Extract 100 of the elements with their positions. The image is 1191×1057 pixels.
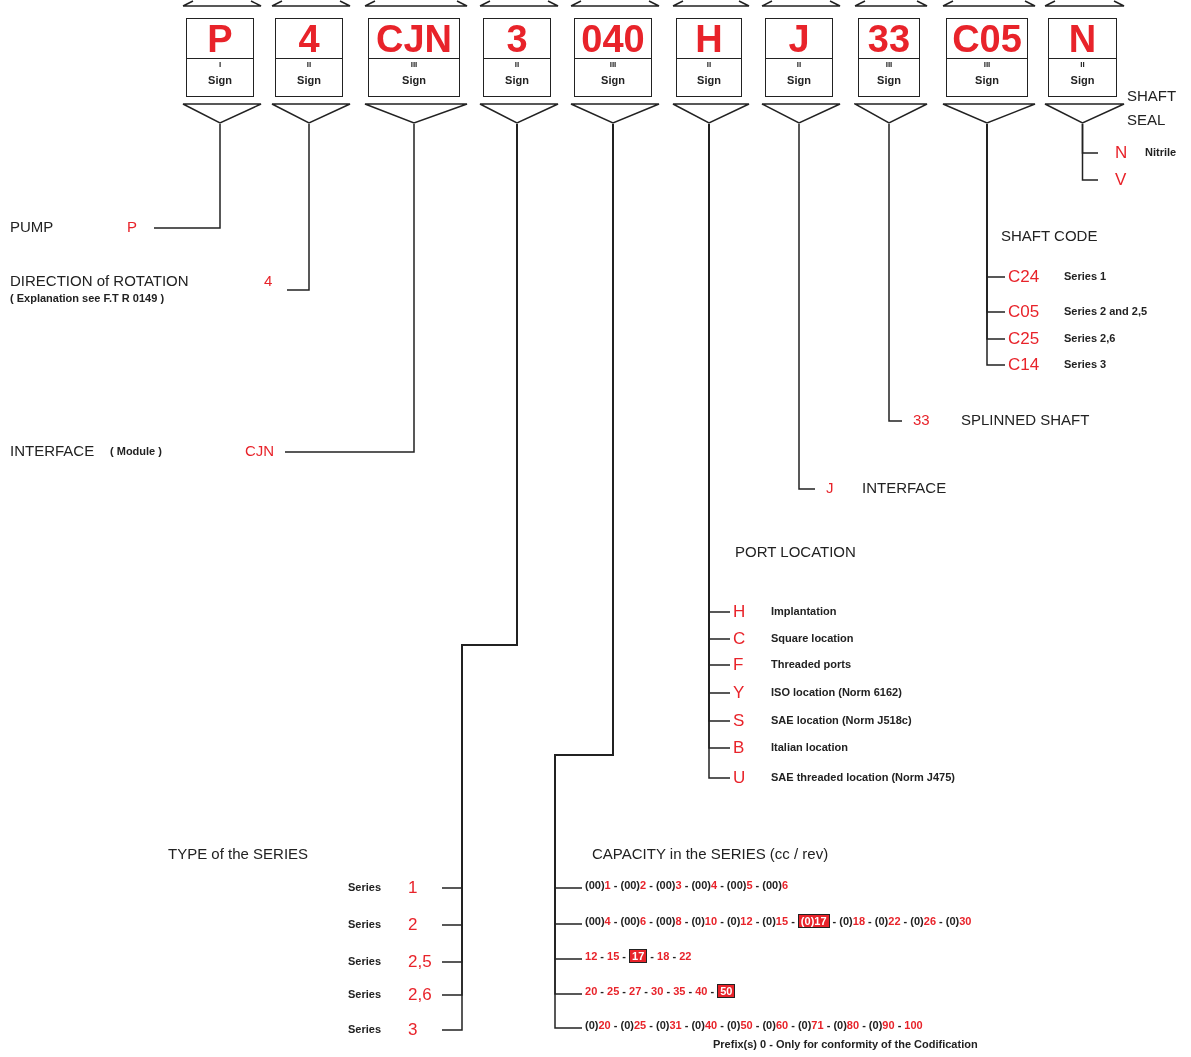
code-letter: Y [733,683,745,703]
field-name: INTERFACE [10,442,95,459]
field-name: DIRECTION of ROTATION [10,272,189,289]
series-number: 2,6 [408,985,432,1005]
leader-line [286,123,310,291]
option-description: SAE threaded location (Norm J475) [771,771,955,783]
series-number: 1 [408,878,418,898]
code-box-drawing [182,0,262,124]
code-letter: C [733,629,746,649]
code-letter: C24 [1008,267,1040,287]
leader-line [284,123,415,453]
code-letter: C05 [1008,302,1040,322]
section-heading: SHAFT SEAL [1127,86,1177,130]
leader-line [798,123,816,490]
code-letter: 040 [575,19,651,59]
code-letter: 4 [276,19,342,59]
code-box-drawing [761,0,841,124]
sign-numeral: II [305,60,313,69]
capacity-values: 20 - 25 - 27 - 30 - 35 - 40 - 50 [585,985,736,997]
field-name: SPLINNED SHAFT [961,411,1090,428]
code-letter: P [127,218,137,235]
code-letter: V [1115,170,1127,190]
series-label: Series [348,1023,382,1035]
sign-numeral: II [705,60,713,69]
leader-line [888,123,903,422]
sign-label: Sign [600,74,626,87]
code-letter: U [733,768,746,788]
section-heading: SHAFT CODE [1001,227,1098,244]
code-box-drawing [942,0,1036,124]
sign-numeral: III [884,60,894,69]
section-heading: CAPACITY in the SERIES (cc / rev) [592,845,829,862]
series-label: Series [348,988,382,1000]
leader-line [1081,123,1099,181]
explanation-note: ( Explanation see F.T R 0149 ) [10,292,165,304]
option-description: Series 3 [1064,358,1107,370]
sign-numeral: II [795,60,803,69]
code-letter: 33 [859,19,919,59]
option-description: Series 2,6 [1064,332,1116,344]
section-heading: TYPE of the SERIES [168,845,309,862]
code-box-drawing [1044,0,1125,124]
code-letter: B [733,738,745,758]
series-label: Series [348,881,382,893]
code-box-drawing [364,0,468,124]
series-number: 3 [408,1020,418,1040]
capacity-values: (00)4 - (00)6 - (00)8 - (0)10 - (0)12 - (0)15 - (0)17 - (0)18 - (0)22 - (0)26 - (0)30 [585,915,972,927]
sign-label: Sign [696,74,722,87]
code-letter: S [733,711,745,731]
field-name: PUMP [10,218,54,235]
footnote: Prefix(s) 0 - Only for conformity of the Codification [713,1038,978,1050]
series-label: Series [348,918,382,930]
sign-label: Sign [401,74,427,87]
capacity-values: (00)1 - (00)2 - (00)3 - (00)4 - (00)5 - (00)6 [585,879,789,891]
code-letter: P [187,19,253,59]
sign-numeral: I [217,60,223,69]
code-letter: C14 [1008,355,1040,375]
series-number: 2,5 [408,952,432,972]
code-letter: N [1115,143,1128,163]
code-box-drawing [570,0,660,124]
sign-numeral: II [513,60,521,69]
code-letter: 4 [264,272,273,289]
sign-numeral: III [608,60,618,69]
option-description: Italian location [771,741,848,753]
code-letter: C25 [1008,329,1040,349]
option-description: ISO location (Norm 6162) [771,686,902,698]
code-box-drawing [271,0,351,124]
code-box-drawing [854,0,928,124]
option-description: Square location [771,632,854,644]
code-letter: H [677,19,741,59]
sign-label: Sign [296,74,322,87]
code-letter: 3 [484,19,550,59]
code-letter: CJN [369,19,459,59]
code-letter: 33 [913,411,930,428]
field-note: ( Module ) [110,445,162,457]
field-name: INTERFACE [862,479,947,496]
code-letter: J [766,19,832,59]
section-heading: PORT LOCATION [735,543,856,560]
option-description: Threaded ports [771,658,852,670]
sign-label: Sign [876,74,902,87]
sign-numeral: III [982,60,992,69]
sign-label: Sign [207,74,233,87]
sign-label: Sign [974,74,1000,87]
leader-line [153,123,221,229]
code-letter: N [1049,19,1116,59]
option-description: Series 2 and 2,5 [1064,305,1148,317]
sign-label: Sign [786,74,812,87]
code-letter: J [826,479,834,496]
sign-label: Sign [1069,74,1096,87]
code-letter: H [733,602,746,622]
code-letter: F [733,655,744,675]
option-description: SAE location (Norm J518c) [771,714,912,726]
code-box-drawing [479,0,559,124]
sign-numeral: III [409,60,419,69]
sign-label: Sign [504,74,530,87]
capacity-values: (0)20 - (0)25 - (0)31 - (0)40 - (0)50 - (0)60 - (0)71 - (0)80 - (0)90 - 100 [585,1019,923,1031]
series-number: 2 [408,915,418,935]
code-letter: C05 [947,19,1027,59]
option-description: Implantation [771,605,837,617]
option-description: Series 1 [1064,270,1107,282]
sign-numeral: II [1079,60,1086,69]
option-description: Nitrile [1145,146,1177,158]
